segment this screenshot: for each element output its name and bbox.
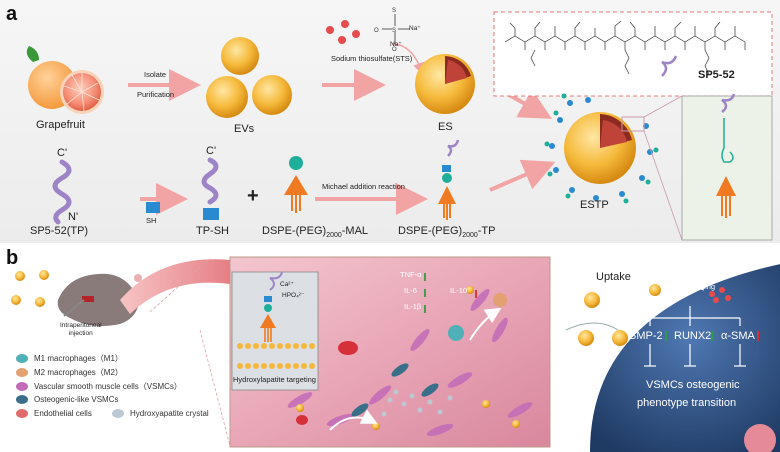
legend-hap-swatch [112,409,124,418]
lipid-bilayer [237,343,315,369]
il1b-label: IL-1β [404,302,422,311]
legend-vsmc: Vascular smooth muscle cells（VSMCs） [16,381,182,392]
dspe-peg-mal-illustration [284,156,308,213]
es-illustration [415,54,475,114]
red-blood-cell [338,341,358,355]
sp552-structure-box [493,11,773,97]
michael-label: Michael addition reaction [322,182,405,191]
panel-b-letter: b [6,247,19,269]
legend-m2: M2 macrophages（M2） [16,367,123,378]
legend-m2-swatch [16,368,28,377]
outcome-line-2: phenotype transition [637,397,737,409]
sp552-chemical-structure [504,20,746,75]
grapefruit-illustration [26,46,104,114]
c-terminal-label-2: C' [206,145,217,157]
na-label-2: Na⁺ [390,41,402,48]
blood-vessel [120,259,230,314]
sts-molecules: S S O O [326,8,410,53]
purification-label: Purification [137,90,175,99]
svg-text:S: S [392,28,396,34]
evs-label: EVs [234,123,255,135]
grapefruit-label: Grapefruit [36,119,85,131]
zoom-detail-panel [681,95,773,241]
sp552-label: SP5-52 [698,69,735,81]
es-label: ES [438,121,453,133]
dspe-peg-tp-label: DSPE-(PEG)2000-TP [398,225,496,240]
tp-to-estp-arrow [489,159,556,192]
tissue-nanoparticles [296,286,520,430]
na-label-1: Na⁺ [409,25,421,32]
svg-text:O: O [392,47,397,53]
sp552-peptide-icon [661,55,678,77]
macrophages [448,293,507,341]
ca-label: Ca²⁺ [280,281,294,288]
legend-hap: Hydroxyapatite crystal [112,409,209,418]
legend-endothelial: Endothelial cells [16,409,92,418]
zoom-box [621,116,645,132]
c-terminal-label: C' [57,147,68,159]
legend-m1: M1 macrophages（M1） [16,353,123,364]
legend-endothelial-swatch [16,409,28,418]
svg-text:S: S [392,8,396,14]
sts-releasing-label: STS releasing [668,282,716,291]
il10-label: IL-10 [450,286,468,295]
il6-label: IL-6 [404,286,417,295]
mouse-injection-illustration [57,273,150,326]
uptake-nanoparticles [578,284,661,346]
dspe-peg-tp-illustration [438,139,460,220]
tp-sh-label: TP-SH [196,225,229,237]
cytokine-arrows [424,273,477,313]
panel-a-letter: a [6,3,18,25]
lysosome [744,424,776,452]
estp-label: ESTP [580,199,609,211]
tp-sh-illustration [201,157,219,220]
sts-label: Sodium thiosulfate(STS) [331,54,413,63]
uptake-label: Uptake [596,271,631,283]
legend-vsmc-swatch [16,382,28,391]
runx2-label: RUNX2 [674,330,712,342]
pathway-lines [644,306,746,367]
estp-illustration [544,93,659,204]
legend-osteogenic: Osteogenic-like VSMCs [16,395,118,404]
tp-peptide-illustration [52,159,72,225]
isolate-label: Isolate [144,70,167,79]
hap-targeting-molecule [260,271,283,342]
zoom-detail-molecule [716,93,736,218]
tnf-label: TNF-α [400,270,422,279]
hpo-label: HPO₄²⁻ [282,292,305,299]
vsmc-cell [590,264,780,452]
sh-block-icon [146,202,160,213]
svg-text:O: O [374,28,379,34]
sh-label: SH [146,216,157,225]
evs-illustration [206,37,292,118]
injection-label: Intraperitoneal injection [60,322,102,337]
legend-osteogenic-swatch [16,395,28,404]
smooth-muscle-cells [287,288,533,437]
legend-m1-swatch [16,354,28,363]
asma-label: α-SMA [721,330,755,342]
injected-nanoparticles [11,270,49,307]
bmp2-label: BMP-2 [629,330,663,342]
sp552-tp-label: SP5-52(TP) [30,225,89,237]
plus-sign: + [247,185,259,207]
outcome-line-1: VSMCs osteogenic [646,379,740,391]
dspe-peg-mal-label: DSPE-(PEG)2000-MAL [262,225,369,240]
n-terminal-label: N' [68,211,79,223]
sts-release [663,285,731,303]
hap-targeting-inset [231,271,319,391]
hydroxyapatite-crystals [381,389,453,417]
hap-targeting-label: Hydroxylapatite targeting [233,375,316,384]
marker-indicators [665,331,759,341]
